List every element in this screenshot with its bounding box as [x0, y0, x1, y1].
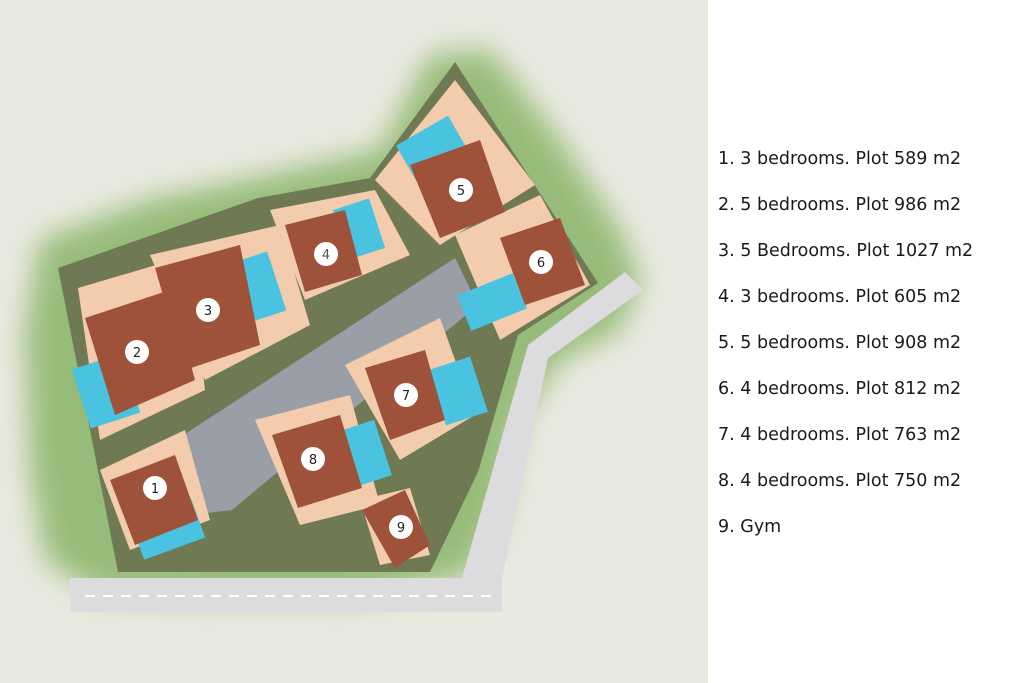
plot-marker-1[interactable]: 1 — [143, 476, 167, 500]
plot-number: 8 — [309, 453, 317, 468]
legend-item: 2. 5 bedrooms. Plot 986 m2 — [718, 195, 962, 215]
plot-marker-circle — [125, 340, 149, 364]
legend-item: 9. Gym — [718, 517, 782, 537]
site-plan: 1 2 3 4 5 6 7 8 — [0, 0, 708, 683]
legend-item: 6. 4 bedrooms. Plot 812 m2 — [718, 379, 962, 399]
plot-marker-8[interactable]: 8 — [301, 447, 325, 471]
legend-item: 1. 3 bedrooms. Plot 589 m2 — [718, 149, 962, 169]
plot-number: 1 — [151, 482, 159, 497]
plot-marker-4[interactable]: 4 — [314, 242, 338, 266]
plot-number: 5 — [457, 184, 465, 199]
plot-marker-2[interactable]: 2 — [125, 340, 149, 364]
plot-marker-circle — [143, 476, 167, 500]
plot-marker-circle — [314, 242, 338, 266]
plot-number: 2 — [133, 346, 141, 361]
plot-legend: 1. 3 bedrooms. Plot 589 m2 2. 5 bedrooms… — [718, 147, 1018, 561]
plot-6-pool — [457, 273, 527, 331]
plot-marker-circle — [301, 447, 325, 471]
plot-marker-circle — [449, 178, 473, 202]
legend-item: 8. 4 bedrooms. Plot 750 m2 — [718, 471, 962, 491]
legend-item: 5. 5 bedrooms. Plot 908 m2 — [718, 333, 962, 353]
plot-marker-6[interactable]: 6 — [529, 250, 553, 274]
plot-marker-3[interactable]: 3 — [196, 298, 220, 322]
plot-marker-circle — [389, 515, 413, 539]
internal-street — [168, 258, 478, 515]
plot-number: 6 — [537, 256, 545, 271]
access-road — [462, 272, 643, 578]
plot-marker-circle — [394, 383, 418, 407]
plot-7-pool — [428, 356, 488, 426]
plot-number: 3 — [204, 304, 212, 319]
plot-marker-circle — [529, 250, 553, 274]
plot-number: 4 — [322, 248, 330, 263]
plot-1-roof — [110, 455, 198, 545]
legend-item: 3. 5 Bedrooms. Plot 1027 m2 — [718, 241, 974, 261]
plot-marker-9[interactable]: 9 — [389, 515, 413, 539]
legend-item: 4. 3 bedrooms. Plot 605 m2 — [718, 287, 962, 307]
legend-item: 7. 4 bedrooms. Plot 763 m2 — [718, 425, 962, 445]
plot-marker-circle — [196, 298, 220, 322]
plot-number: 7 — [402, 389, 410, 404]
plot-number: 9 — [397, 521, 405, 536]
plot-marker-7[interactable]: 7 — [394, 383, 418, 407]
plot-marker-5[interactable]: 5 — [449, 178, 473, 202]
